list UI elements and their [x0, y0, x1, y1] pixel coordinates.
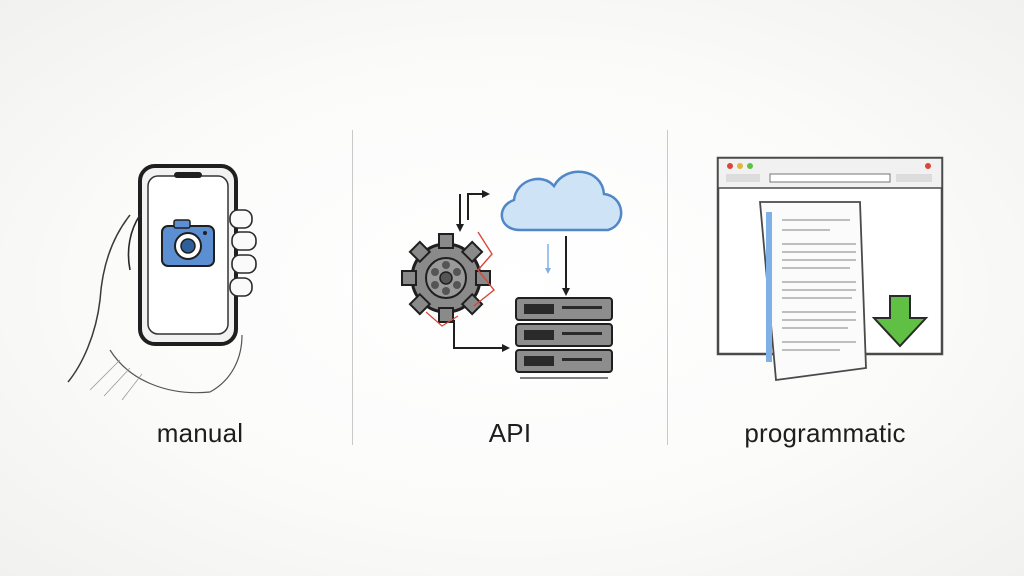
panel-programmatic: programmatic	[690, 120, 960, 460]
panel-api: API	[370, 120, 650, 460]
browser-document-download-icon	[716, 156, 944, 382]
divider	[352, 130, 353, 445]
caption-api: API	[488, 418, 532, 448]
caption-manual: manual	[156, 418, 244, 448]
phone-camera-icon	[67, 164, 257, 401]
panel-manual: manual	[60, 120, 340, 460]
divider	[667, 130, 668, 445]
caption-programmatic: programmatic	[744, 418, 906, 448]
cloud-gear-server-icon	[401, 170, 623, 379]
